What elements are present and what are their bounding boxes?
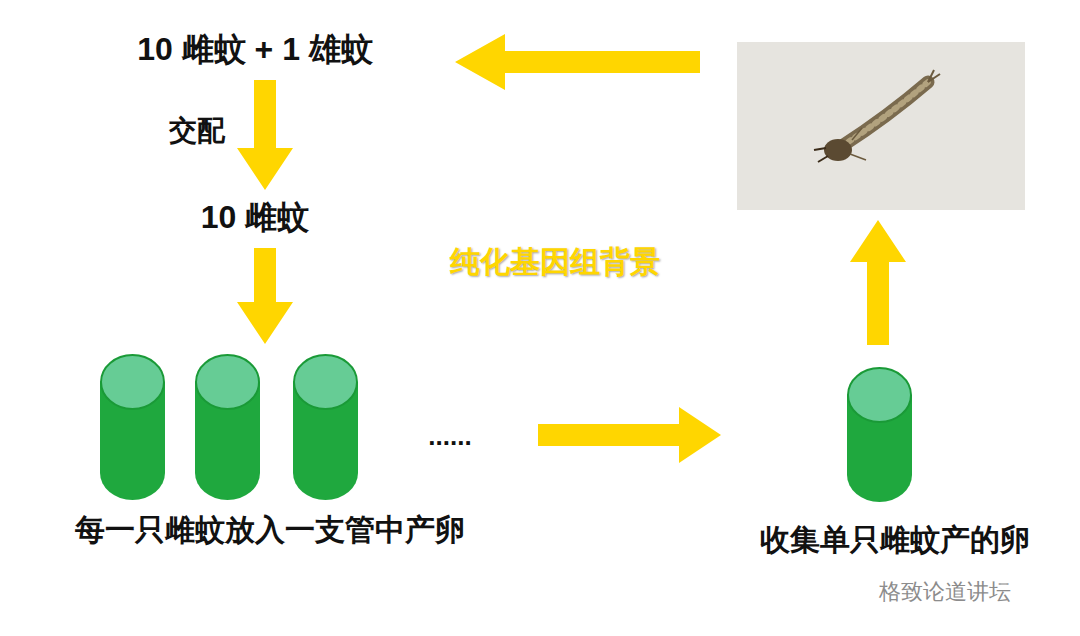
text-node: 10 雌蚊 + 1 雄蚊	[137, 28, 373, 72]
node-text: 10 雌蚊 + 1 雄蚊	[137, 28, 373, 72]
node-text: 每一只雌蚊放入一支管中产卵	[75, 510, 465, 551]
tube-top	[101, 355, 164, 409]
block-arrow	[237, 248, 293, 344]
tube-top	[196, 355, 259, 409]
tube-group: 每一只雌蚊放入一支管中产卵	[30, 350, 510, 560]
watermark: 格致论道讲坛	[879, 577, 1011, 607]
text-node: 10 雌蚊	[201, 196, 309, 240]
block-arrow	[237, 80, 293, 190]
block-arrow	[455, 34, 700, 90]
node-text: 收集单只雌蚊产的卵	[760, 520, 1030, 561]
node-text: 10 雌蚊	[201, 196, 309, 240]
ellipsis: ......	[428, 421, 471, 452]
larva-illustration	[814, 70, 940, 162]
block-arrow	[850, 220, 906, 345]
edge-label: 交配	[169, 112, 225, 150]
larva-photo	[737, 42, 1025, 210]
tube-top	[294, 355, 357, 409]
block-arrow	[538, 407, 721, 463]
process-caption: 纯化基因组背景	[450, 242, 660, 283]
tube-group: 收集单只雌蚊产的卵	[725, 362, 1065, 562]
tube-top	[848, 368, 911, 422]
